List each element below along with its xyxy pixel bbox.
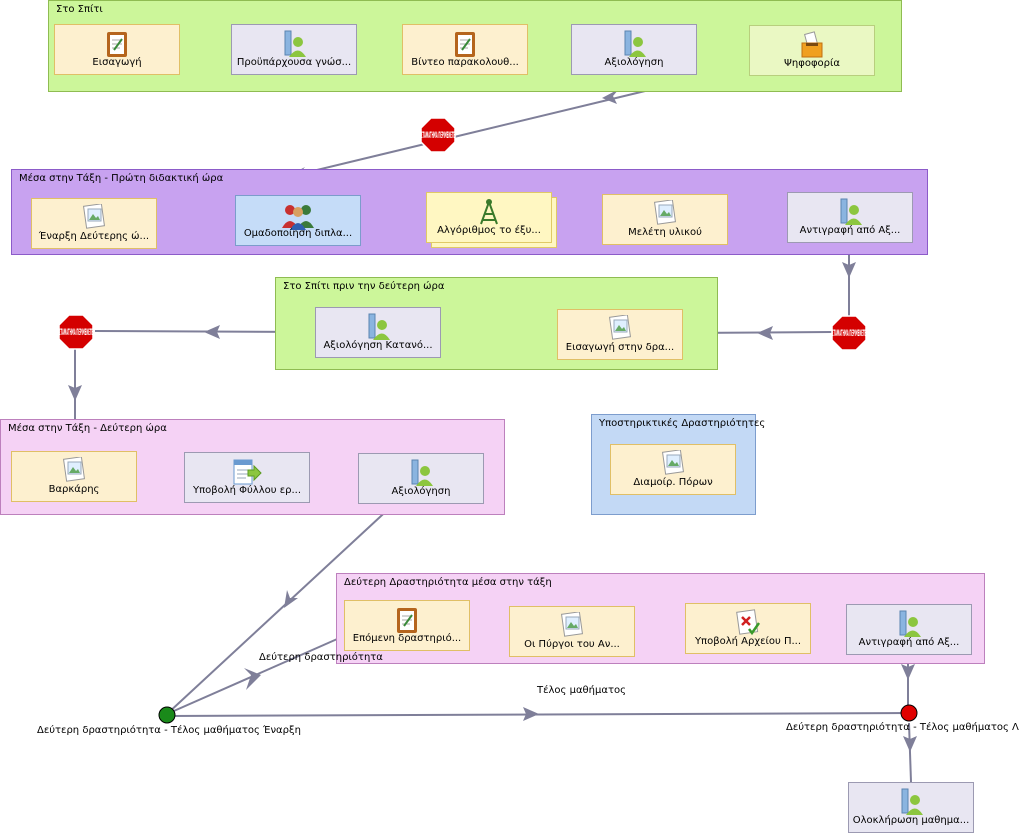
antenna-icon [480,199,498,225]
activity-label: Επόμενη δραστηριό... [352,633,462,644]
activity-submit-file[interactable]: Υποβολή Αρχείου Π... [685,603,811,654]
activity-copy-from-assessment-1[interactable]: Αντιγραφή από Αξ... [787,192,913,243]
activity-label: Αξιολόγηση Κατανό... [323,340,433,351]
activity-label: Αλγόριθμος το έξυ... [437,225,541,236]
assessment-user-icon [411,459,433,486]
path-end-lesson-label: Τέλος μαθήματος [537,685,626,696]
activity-copy-from-assessment-2[interactable]: Αντιγραφή από Αξ... [846,604,972,655]
activity-label: Εισαγωγή [92,57,142,68]
image-resource-icon [661,450,685,475]
group-class2-title: Μέσα στην Τάξη - Δεύτερη ώρα [8,423,167,434]
activity-label: Οι Πύργοι του Αν... [524,639,620,650]
notepad-icon [107,32,127,57]
notepad-icon [455,32,475,57]
assessment-user-icon [840,198,862,225]
activity-label: Βαρκάρης [48,484,100,495]
users-group-icon [282,205,314,230]
branch-end-label: Δεύτερη δραστηριότητα - Τέλος μαθήματος … [786,722,1019,733]
stop-sign-icon: ΣΤΑΜΑΤΗΜΑ ΠΕΡΙΜΕΝΕΤΕ [420,117,456,153]
activity-label: Υποβολή Φύλλου ερ... [192,485,302,496]
stop-sign-icon: ΣΤΑΜΑΤΗΜΑ ΠΕΡΙΜΕΝΕΤΕ [831,315,867,351]
activity-label: Προϋπάρχουσα γνώσ... [236,57,352,68]
image-resource-icon [608,315,632,340]
stop-sign-icon: ΣΤΑΜΑΤΗΜΑ ΠΕΡΙΜΕΝΕΤΕ [58,314,94,350]
activity-boatman[interactable]: Βαρκάρης [11,451,137,502]
activity-label: Υποβολή Αρχείου Π... [694,636,802,647]
activity-resource-sharing[interactable]: Διαμοίρ. Πόρων [610,444,736,495]
activity-label: Ομαδοποίηση διπλα... [243,228,353,239]
activity-grouping[interactable]: Ομαδοποίηση διπλα... [235,195,361,246]
image-resource-icon [62,457,86,482]
group-home2-title: Στο Σπίτι πριν την δεύτερη ώρα [283,281,445,292]
activity-assessment-2[interactable]: Αξιολόγηση [358,453,484,504]
stop-sign-text: ΣΤΑΜΑΤΗΜΑ ΠΕΡΙΜΕΝΕΤΕ [59,328,93,338]
activity-label: Αντιγραφή από Αξ... [799,225,901,236]
image-resource-icon [82,204,106,229]
path-second-activity-label: Δεύτερη δραστηριότητα [259,652,383,663]
assessment-user-icon [899,610,921,637]
group-home-title: Στο Σπίτι [56,4,103,15]
group-class1-title: Μέσα στην Τάξη - Πρώτη διδακτική ώρα [19,173,224,184]
assessment-user-icon [901,788,923,815]
activity-algorithm[interactable]: Αλγόριθμος το έξυ... [426,192,552,243]
activity-label: Διαμοίρ. Πόρων [633,477,713,488]
group-support-title: Υποστηρικτικές Δραστηριότητες [599,418,766,429]
activity-start-second-hour[interactable]: Έναρξη Δεύτερης ώ... [31,198,157,249]
activity-prior-knowledge[interactable]: Προϋπάρχουσα γνώσ... [231,24,357,75]
ballot-box-icon [801,31,823,58]
image-resource-icon [653,200,677,225]
activity-lesson-completion[interactable]: Ολοκλήρωση μαθημα... [848,782,974,833]
stop-sign-text: ΣΤΑΜΑΤΗΜΑ ΠΕΡΙΜΕΝΕΤΕ [421,131,455,141]
assessment-user-icon [284,30,306,57]
activity-comprehension-assessment[interactable]: Αξιολόγηση Κατανό... [315,307,441,358]
activity-label: Μελέτη υλικού [628,227,702,238]
activity-label: Αξιολόγηση [604,57,664,68]
activity-hanoi-towers[interactable]: Οι Πύργοι του Αν... [509,606,635,657]
submit-form-icon [233,459,262,485]
activity-label: Αξιολόγηση [391,486,451,497]
stop-gate-1[interactable]: ΣΤΑΜΑΤΗΜΑ ΠΕΡΙΜΕΝΕΤΕ [420,117,456,153]
file-submit-icon [736,609,761,636]
activity-study-material[interactable]: Μελέτη υλικού [602,194,728,245]
activity-video[interactable]: Βίντεο παρακολουθ... [402,24,528,75]
activity-vote[interactable]: Ψηφοφορία [749,25,875,76]
activity-label: Βίντεο παρακολουθ... [411,57,519,68]
activity-next[interactable]: Επόμενη δραστηριό... [344,600,470,651]
activity-label: Ψηφοφορία [784,58,840,69]
stop-gate-2[interactable]: ΣΤΑΜΑΤΗΜΑ ΠΕΡΙΜΕΝΕΤΕ [831,315,867,351]
image-resource-icon [560,612,584,637]
activity-submit-worksheet[interactable]: Υποβολή Φύλλου ερ... [184,452,310,503]
notepad-icon [397,608,417,633]
activity-label: Ολοκλήρωση μαθημα... [852,815,970,826]
activity-label: Αντιγραφή από Αξ... [858,637,960,648]
activity-intro[interactable]: Εισαγωγή [54,24,180,75]
stop-sign-text: ΣΤΑΜΑΤΗΜΑ ΠΕΡΙΜΕΝΕΤΕ [832,329,866,339]
assessment-user-icon [368,313,390,340]
group-second-title: Δεύτερη Δραστηριότητα μέσα στην τάξη [344,577,552,588]
activity-label: Εισαγωγή στην δρα... [565,342,675,353]
activity-assessment[interactable]: Αξιολόγηση [571,24,697,75]
assessment-user-icon [624,30,646,57]
branch-start-label: Δεύτερη δραστηριότητα - Τέλος μαθήματος … [37,725,301,736]
stop-gate-3[interactable]: ΣΤΑΜΑΤΗΜΑ ΠΕΡΙΜΕΝΕΤΕ [58,314,94,350]
activity-label: Έναρξη Δεύτερης ώ... [38,231,150,242]
activity-intro-activity[interactable]: Εισαγωγή στην δρα... [557,309,683,360]
